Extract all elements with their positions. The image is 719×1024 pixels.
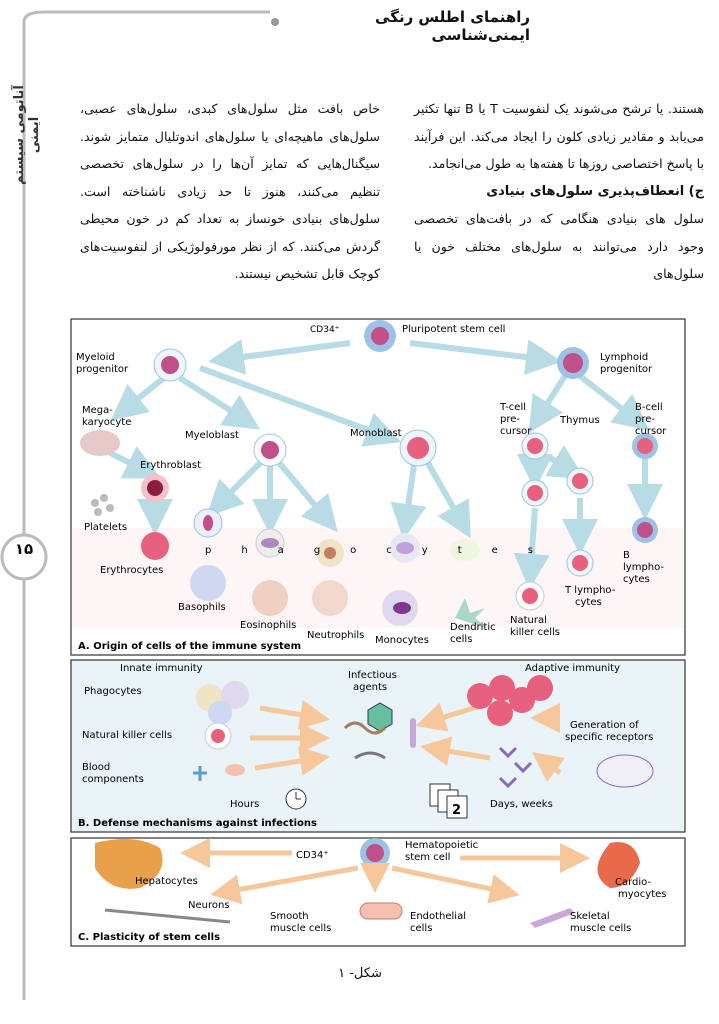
label-tcell: T-cell <box>499 402 526 413</box>
label-monocytes: Monocytes <box>375 635 429 646</box>
calendar-digit: 2 <box>452 803 461 818</box>
label-skeletal-2: muscle cells <box>570 923 631 934</box>
megakaryocyte-cell <box>80 430 120 456</box>
label-skeletal: Skeletal <box>570 911 610 922</box>
sidebar-title: آناتومی سیستم ایمنی <box>12 85 42 185</box>
erythrocyte-cell <box>141 532 169 560</box>
neutrophil-cell <box>312 580 348 616</box>
label-phagocytes: phagocytes <box>205 545 563 556</box>
label-tcell-2: pre- <box>500 414 520 425</box>
label-innate: Innate immunity <box>120 663 203 674</box>
label-blood: Blood <box>82 762 110 773</box>
label-days: Days, weeks <box>490 799 553 810</box>
label-bcell-3: cursor <box>635 426 667 437</box>
label-cardio: Cardio- <box>615 877 651 888</box>
label-myeloid-2: progenitor <box>76 364 129 375</box>
platelets-shape <box>91 494 114 516</box>
basophil-cell <box>190 565 226 601</box>
label-nk-2: killer cells <box>510 627 560 638</box>
label-myeloblast: Myeloblast <box>185 430 239 441</box>
paragraph: هستند. یا ترشح می‌شوند یک لنفوسیت T یا B… <box>414 101 704 171</box>
lineage-arrows <box>108 339 663 590</box>
figure-caption: شکل- ۱ <box>338 966 382 981</box>
label-dendritic: Dendritic <box>450 622 496 633</box>
label-eosinophils: Eosinophils <box>240 620 296 631</box>
text-column-left: خاص بافت مثل سلول‌های کبدی، سلول‌های عصب… <box>80 95 380 288</box>
skeletal-muscle-shape <box>530 908 575 928</box>
plasticity-arrows <box>180 838 590 905</box>
label-hsc: Hematopoietic <box>405 840 478 851</box>
paragraph: خاص بافت مثل سلول‌های کبدی، سلول‌های عصب… <box>80 101 380 281</box>
section-heading: ج) انعطاف‌پذیری سلول‌های بنیادی <box>486 183 704 199</box>
label-b-lymph-3: cytes <box>623 574 650 585</box>
pathogens <box>343 702 416 760</box>
label-erythrocytes: Erythrocytes <box>100 565 163 576</box>
panel-b-title: B. Defense mechanisms against infections <box>78 818 317 829</box>
eosinophil-cell <box>252 580 288 616</box>
dendritic-cell <box>455 598 487 628</box>
endothelial-shape <box>359 902 403 920</box>
label-infectious-2: agents <box>353 682 387 693</box>
panel-a-title: A. Origin of cells of the immune system <box>78 641 301 652</box>
label-b-nk: Natural killer cells <box>82 730 172 741</box>
innate-cells <box>193 681 249 781</box>
label-myeloid: Myeloid <box>76 352 115 363</box>
label-generation-2: specific receptors <box>565 732 653 743</box>
liver-shape <box>95 839 163 889</box>
label-mega-2: karyocyte <box>82 417 131 428</box>
page-header-title: راهنمای اطلس رنگی ایمنی‌شناسی <box>375 8 530 44</box>
panel-b <box>70 659 686 833</box>
label-blood-2: components <box>82 774 144 785</box>
label-b-lymph-2: lympho- <box>623 562 664 573</box>
label-adaptive: Adaptive immunity <box>525 663 620 674</box>
label-lymphoid: Lymphoid <box>600 352 648 363</box>
label-stem-cell: Pluripotent stem cell <box>402 324 505 335</box>
dendritic-precursor-cell <box>450 539 480 561</box>
label-monoblast: Monoblast <box>350 428 402 439</box>
immune-cells-figure: CD34⁺ Pluripotent stem cell Myeloid prog… <box>70 318 686 947</box>
page-number: ۱۵ <box>14 540 34 558</box>
label-bcell-2: pre- <box>635 414 655 425</box>
label-endothelial: Endothelial <box>410 911 466 922</box>
label-b-lymph: B <box>623 550 630 561</box>
label-infectious: Infectious <box>348 670 397 681</box>
label-dendritic-2: cells <box>450 634 472 645</box>
label-basophils: Basophils <box>178 602 226 613</box>
label-generation: Generation of <box>570 720 639 731</box>
label-platelets: Platelets <box>84 522 127 533</box>
label-smooth: Smooth <box>270 911 309 922</box>
label-hsc-2: stem cell <box>405 852 450 863</box>
label-t-lymph-2: cytes <box>575 597 602 608</box>
label-c-cd34: CD34⁺ <box>296 850 329 861</box>
paragraph: سلول های بنیادی هنگامی که در بافت‌های تخ… <box>414 211 704 281</box>
label-endothelial-2: cells <box>410 923 432 934</box>
label-nk: Natural <box>510 615 547 626</box>
label-smooth-2: muscle cells <box>270 923 331 934</box>
label-lymphoid-2: progenitor <box>600 364 653 375</box>
neuron-shape <box>104 908 231 924</box>
label-mega: Mega- <box>82 405 113 416</box>
heart-shape <box>597 842 640 888</box>
label-hours: Hours <box>230 799 259 810</box>
label-neutrophils: Neutrophils <box>307 630 364 641</box>
adaptive-cells <box>467 675 654 789</box>
calendar-icon: 2 <box>429 783 468 819</box>
label-tcell-3: cursor <box>500 426 532 437</box>
label-neurons: Neurons <box>188 900 230 911</box>
label-thymus: Thymus <box>559 415 600 426</box>
label-hepatocytes: Hepatocytes <box>135 876 198 887</box>
label-t-lymph: T lympho- <box>564 585 616 596</box>
label-cardio-2: myocytes <box>618 889 666 900</box>
label-cd34: CD34⁺ <box>310 325 340 335</box>
panel-c-title: C. Plasticity of stem cells <box>78 932 220 943</box>
label-bcell: B-cell <box>635 402 663 413</box>
label-b-phagocytes: Phagocytes <box>84 686 142 697</box>
text-column-right: هستند. یا ترشح می‌شوند یک لنفوسیت T یا B… <box>414 95 704 288</box>
label-erythroblast: Erythroblast <box>140 460 201 471</box>
